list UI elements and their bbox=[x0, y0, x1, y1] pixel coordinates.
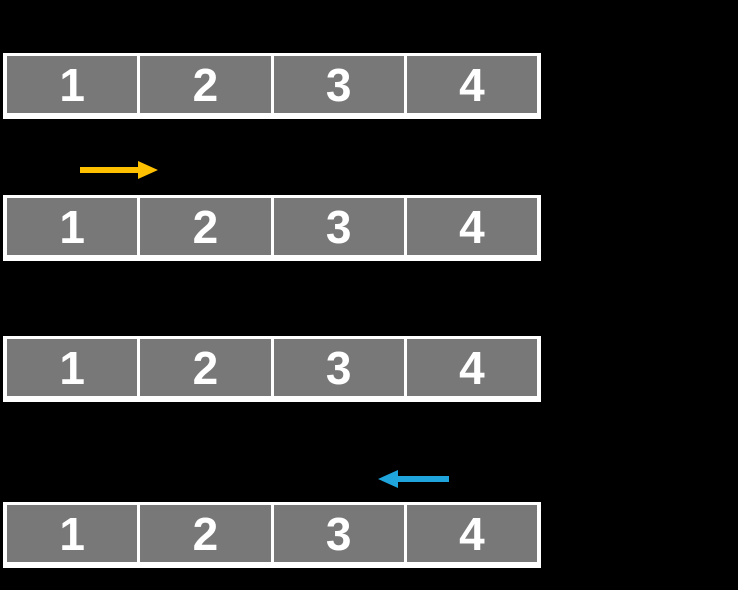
array-3-cell-3: 3 bbox=[273, 339, 404, 396]
array-1-cell-1: 1 bbox=[7, 56, 138, 113]
array-3-cell-1: 1 bbox=[7, 339, 138, 396]
array-2-cell-2: 2 bbox=[140, 198, 271, 255]
array-1-cell-4: 4 bbox=[406, 56, 537, 113]
array-4-cell-4: 4 bbox=[406, 505, 537, 562]
array-2-cell-1: 1 bbox=[7, 198, 138, 255]
array-row-1: 1 2 3 4 bbox=[3, 53, 541, 119]
right-arrow-icon bbox=[80, 161, 158, 179]
array-3-cell-4: 4 bbox=[406, 339, 537, 396]
array-2-cell-4: 4 bbox=[406, 198, 537, 255]
array-1-cell-3: 3 bbox=[273, 56, 404, 113]
left-arrow-icon bbox=[378, 470, 449, 488]
array-4-cell-3: 3 bbox=[273, 505, 404, 562]
array-row-4: 1 2 3 4 bbox=[3, 502, 541, 568]
array-2-cell-3: 3 bbox=[273, 198, 404, 255]
array-1-cell-2: 2 bbox=[140, 56, 271, 113]
array-4-cell-1: 1 bbox=[7, 505, 138, 562]
array-4-cell-2: 2 bbox=[140, 505, 271, 562]
left-arrow-head bbox=[378, 470, 398, 488]
right-arrow-head bbox=[138, 161, 158, 179]
array-3-cell-2: 2 bbox=[140, 339, 271, 396]
array-row-2: 1 2 3 4 bbox=[3, 195, 541, 261]
array-row-3: 1 2 3 4 bbox=[3, 336, 541, 402]
